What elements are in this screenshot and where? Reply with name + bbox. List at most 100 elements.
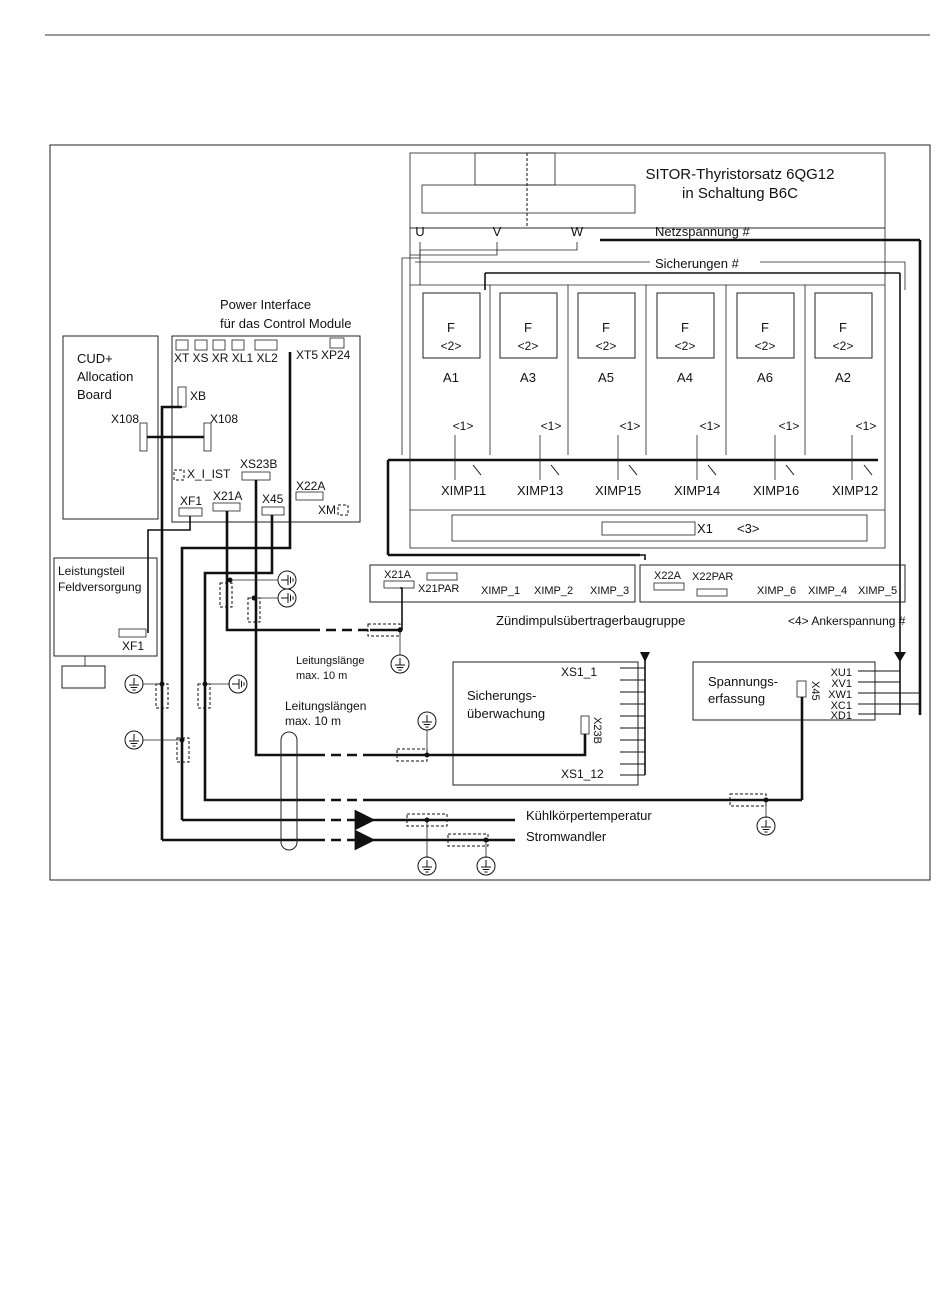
pi-top-connectors: XT XS XR XL1 XL2 xyxy=(174,351,278,365)
stromwandler-label: Stromwandler xyxy=(526,829,607,844)
svg-text:<2>: <2> xyxy=(596,339,617,353)
svg-text:XIMP_4: XIMP_4 xyxy=(808,585,847,597)
ximp-label: XIMP16 xyxy=(753,483,799,498)
svg-text:XC1: XC1 xyxy=(831,700,852,712)
svg-text:<2>: <2> xyxy=(755,339,776,353)
pulse-board-title: Zündimpulsübertragerbaugruppe xyxy=(496,613,685,628)
cable-length-2-line2: max. 10 m xyxy=(285,714,341,728)
x1-connector xyxy=(601,521,696,536)
svg-text:erfassung: erfassung xyxy=(708,691,765,706)
thyristor-module-5: F <2> A6 <1> XIMP16 xyxy=(736,292,800,498)
x108-label-b: X108 xyxy=(210,412,238,426)
svg-text:XV1: XV1 xyxy=(831,678,852,690)
svg-text:Feldversorgung: Feldversorgung xyxy=(58,580,141,594)
svg-text:F: F xyxy=(761,320,769,335)
svg-text:<2>: <2> xyxy=(833,339,854,353)
svg-text:<1>: <1> xyxy=(779,419,800,433)
svg-text:<1>: <1> xyxy=(856,419,877,433)
arm-label: A1 xyxy=(443,370,459,385)
xt5-label: XT5 xyxy=(296,348,318,362)
phase-u-label: U xyxy=(415,224,424,239)
svg-text:<2>: <2> xyxy=(518,339,539,353)
power-interface-subtitle: für das Control Module xyxy=(220,316,352,331)
svg-text:F: F xyxy=(839,320,847,335)
power-interface-title: Power Interface xyxy=(220,297,311,312)
netzspannung-label: Netzspannung # xyxy=(655,224,750,239)
svg-text:X21A: X21A xyxy=(384,569,412,581)
thyristor-set-subtitle: in Schaltung B6C xyxy=(682,185,798,202)
arm-label: A3 xyxy=(520,370,536,385)
thyristor-set: SITOR-Thyristorsatz 6QG12 in Schaltung B… xyxy=(409,152,886,549)
thyristor-module-2: F <2> A3 <1> XIMP13 xyxy=(499,292,563,498)
x1-bar xyxy=(451,514,868,542)
arm-label: A6 xyxy=(757,370,773,385)
power-interface-board: XT XS XR XL1 XL2 XT5 XP24 X_I_IST XS23B … xyxy=(171,335,361,523)
x108-label-a: X108 xyxy=(111,412,139,426)
sicherungen-label: Sicherungen # xyxy=(655,256,740,271)
svg-text:X22PAR: X22PAR xyxy=(692,571,733,583)
svg-text:<1>: <1> xyxy=(620,419,641,433)
x45-label-pi: X45 xyxy=(262,492,284,506)
svg-text:XIMP_1: XIMP_1 xyxy=(481,585,520,597)
svg-text:F: F xyxy=(447,320,455,335)
diagram-frame xyxy=(49,144,931,881)
cud-allocation-board: CUD+ Allocation Board XB X108 X108 xyxy=(62,335,238,520)
voltage-detection: Spannungs- erfassung X45 XU1 XV1 XW1 XC1… xyxy=(692,652,920,722)
svg-text:<2>: <2> xyxy=(675,339,696,353)
ximp-label: XIMP13 xyxy=(517,483,563,498)
gate-pulse-bus xyxy=(386,435,878,557)
svg-text:XW1: XW1 xyxy=(828,689,852,701)
xf1-label-field: XF1 xyxy=(122,639,144,653)
arm-label: A2 xyxy=(835,370,851,385)
x1-label: X1 xyxy=(697,521,713,536)
mains-busbars xyxy=(401,238,922,715)
svg-text:X22A: X22A xyxy=(654,570,682,582)
x23b-label: X23B xyxy=(591,717,603,744)
ankerspannung-label: <4> Ankerspannung # xyxy=(788,614,906,628)
xm-label: XM xyxy=(318,503,336,517)
x21a-label-pi: X21A xyxy=(213,489,242,503)
svg-text:<1>: <1> xyxy=(541,419,562,433)
xf1-label-pi: XF1 xyxy=(180,494,202,508)
ximp-label: XIMP12 xyxy=(832,483,878,498)
thyristor-module-6: F <2> A2 <1> XIMP12 xyxy=(814,292,878,498)
svg-text:F: F xyxy=(524,320,532,335)
kuehlkoerper-label: Kühlkörpertemperatur xyxy=(526,808,652,823)
svg-text:Board: Board xyxy=(77,387,112,402)
svg-text:XIMP_2: XIMP_2 xyxy=(534,585,573,597)
arm-label: A4 xyxy=(677,370,693,385)
thyristor-module-1: F <2> A1 <1> XIMP11 xyxy=(422,292,486,498)
svg-text:X21PAR: X21PAR xyxy=(418,583,459,595)
svg-text:Sicherungs-: Sicherungs- xyxy=(467,688,536,703)
svg-text:XU1: XU1 xyxy=(831,667,852,679)
svg-text:<2>: <2> xyxy=(441,339,462,353)
svg-text:F: F xyxy=(681,320,689,335)
svg-text:Spannungs-: Spannungs- xyxy=(708,674,778,689)
x22a-label-pi: X22A xyxy=(296,479,325,493)
wiring xyxy=(143,352,804,858)
svg-text:XIMP_6: XIMP_6 xyxy=(757,585,796,597)
thyristor-set-title: SITOR-Thyristorsatz 6QG12 xyxy=(646,166,835,183)
svg-text:<1>: <1> xyxy=(453,419,474,433)
xb-label: XB xyxy=(190,389,206,403)
thyristor-module-4: F <2> A4 <1> XIMP14 xyxy=(656,292,721,498)
svg-text:Leistungsteil: Leistungsteil xyxy=(58,564,125,578)
svg-text:Allocation: Allocation xyxy=(77,369,133,384)
cable-length-2-line1: Leitungslängen xyxy=(285,699,366,713)
x-i-ist-label: X_I_IST xyxy=(187,467,231,481)
svg-text:XS1_12: XS1_12 xyxy=(561,767,604,781)
svg-text:XS1_1: XS1_1 xyxy=(561,665,597,679)
svg-text:<1>: <1> xyxy=(700,419,721,433)
svg-text:XIMP_5: XIMP_5 xyxy=(858,585,897,597)
svg-text:F: F xyxy=(602,320,610,335)
ximp-label: XIMP14 xyxy=(674,483,720,498)
x45-label-vd: X45 xyxy=(809,681,821,701)
thyristor-module-3: F <2> A5 <1> XIMP15 xyxy=(577,292,641,498)
pulse-transformer-board: X21A X21PAR XIMP_1 XIMP_2 XIMP_3 X22A X2… xyxy=(369,564,906,628)
phase-w-label: W xyxy=(571,224,584,239)
svg-text:überwachung: überwachung xyxy=(467,706,545,721)
field-supply-unit: Leistungsteil Feldversorgung XF1 xyxy=(53,557,158,689)
svg-text:XIMP_3: XIMP_3 xyxy=(590,585,629,597)
phase-v-label: V xyxy=(493,224,502,239)
